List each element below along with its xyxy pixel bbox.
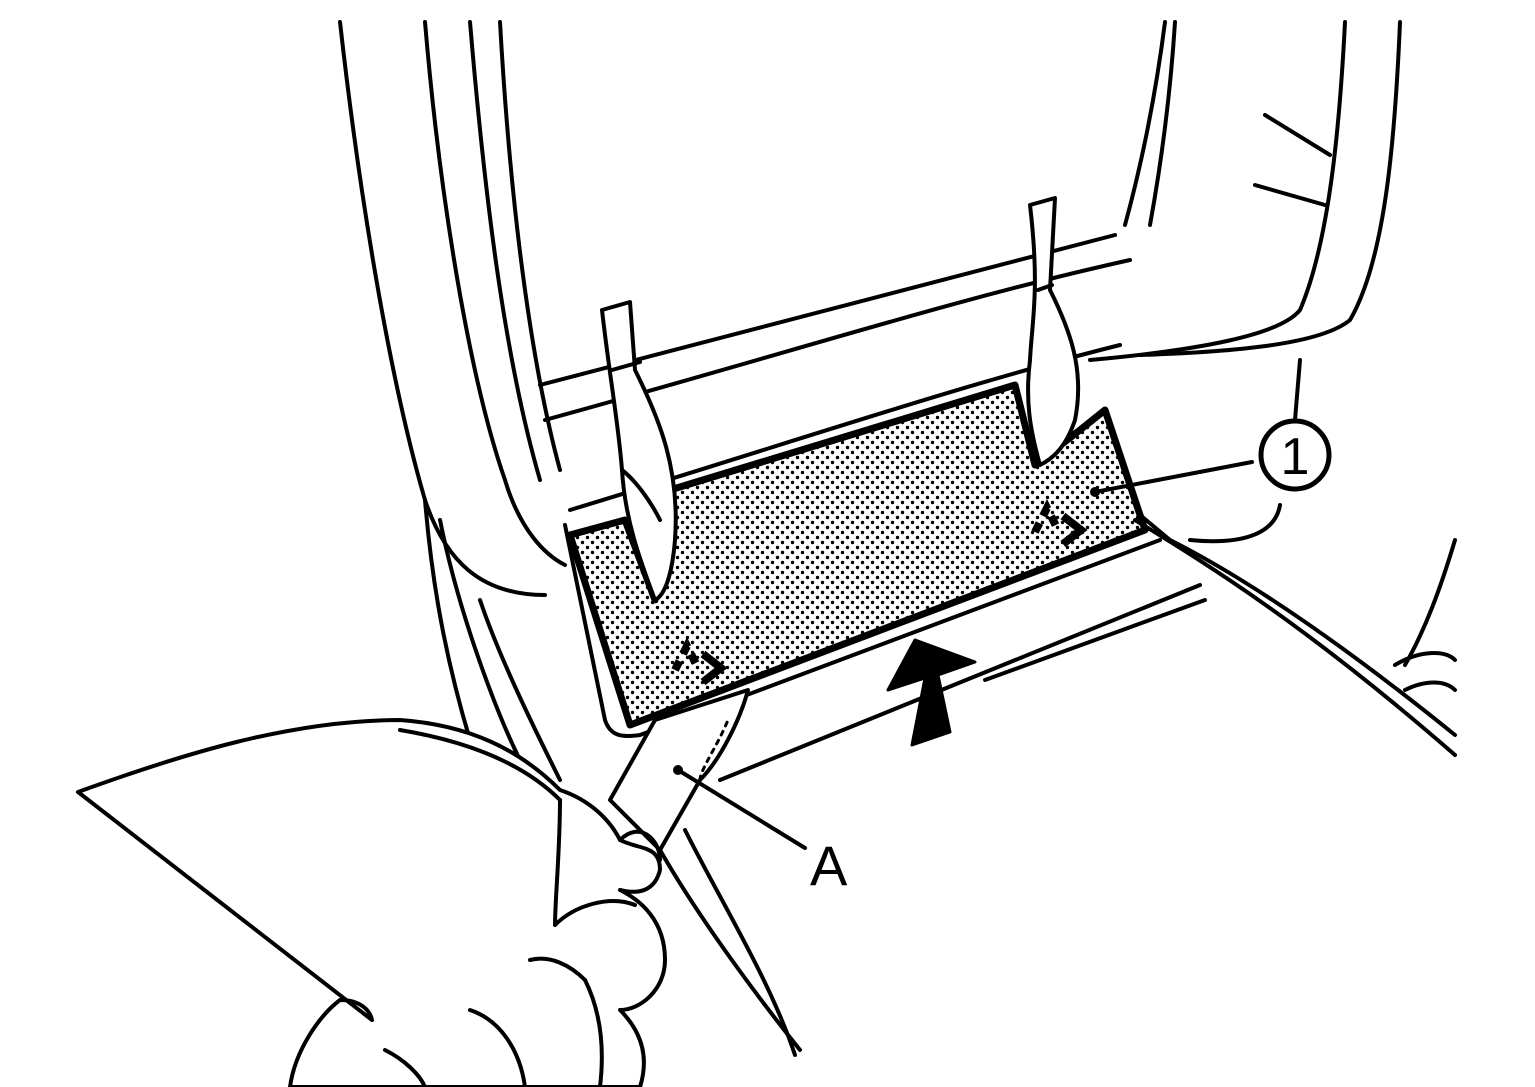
right-clip [1026,196,1081,467]
part-number-circle [1258,418,1332,492]
right-housing [1088,20,1402,544]
lower-rails [718,518,1457,782]
up-arrow-icon [886,638,977,747]
recycle-mark-icon [671,637,728,686]
left-clip [600,300,678,602]
tool-label: A [810,834,848,897]
recycle-mark-icon [1031,499,1088,548]
hand [76,718,667,1087]
left-frame [338,20,567,782]
callouts: 1 A [673,418,1332,897]
part-number-label: 1 [1281,428,1310,486]
